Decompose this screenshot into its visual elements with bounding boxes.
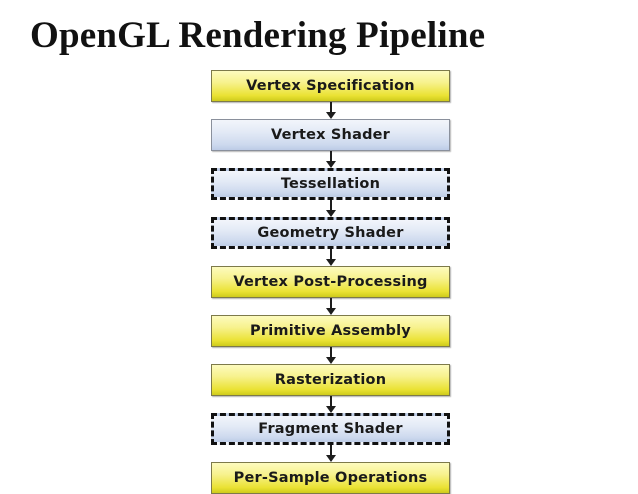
pipeline-stage-primitive-assembly[interactable]: Primitive Assembly	[211, 315, 450, 347]
stage-label: Rasterization	[274, 371, 387, 388]
arrow-head-icon	[325, 161, 336, 168]
slide-canvas: OpenGL Rendering Pipeline Vertex Specifi…	[30, 15, 486, 494]
pipeline-stage-vertex-post-processing[interactable]: Vertex Post-Processing	[211, 266, 450, 298]
page-title: OpenGL Rendering Pipeline	[30, 15, 486, 56]
stage-label: Tessellation	[280, 175, 381, 192]
arrow-head-icon	[325, 357, 336, 364]
arrow-head-icon	[325, 210, 336, 217]
pipeline-stage-vertex-specification[interactable]: Vertex Specification	[211, 70, 450, 102]
arrow-shaft	[329, 249, 332, 261]
arrow-shaft	[329, 347, 332, 359]
arrow-shaft	[329, 102, 332, 114]
arrow-shaft	[329, 151, 332, 163]
stage-label: Geometry Shader	[257, 224, 404, 241]
stage-label: Fragment Shader	[258, 420, 403, 437]
stage-label: Per-Sample Operations	[233, 469, 428, 486]
arrow-head-icon	[325, 112, 336, 119]
stage-label: Vertex Post-Processing	[233, 273, 428, 290]
arrow-shaft	[329, 200, 332, 212]
connector-arrow	[211, 445, 450, 462]
stage-label: Vertex Specification	[246, 77, 415, 94]
pipeline-stage-fragment-shader[interactable]: Fragment Shader	[211, 413, 450, 445]
pipeline-stage-geometry-shader[interactable]: Geometry Shader	[211, 217, 450, 249]
connector-arrow	[211, 151, 450, 168]
connector-arrow	[211, 347, 450, 364]
connector-arrow	[211, 396, 450, 413]
connector-arrow	[211, 249, 450, 266]
pipeline-stage-rasterization[interactable]: Rasterization	[211, 364, 450, 396]
stage-label: Primitive Assembly	[250, 322, 411, 339]
stage-label: Vertex Shader	[270, 126, 391, 143]
pipeline-stage-per-sample-operations[interactable]: Per-Sample Operations	[211, 462, 450, 494]
connector-arrow	[211, 298, 450, 315]
arrow-head-icon	[325, 406, 336, 413]
connector-arrow	[211, 200, 450, 217]
arrow-shaft	[329, 396, 332, 408]
pipeline-stage-tessellation[interactable]: Tessellation	[211, 168, 450, 200]
arrow-head-icon	[325, 308, 336, 315]
arrow-shaft	[329, 445, 332, 457]
arrow-head-icon	[325, 259, 336, 266]
arrow-shaft	[329, 298, 332, 310]
arrow-head-icon	[325, 455, 336, 462]
pipeline-diagram: Vertex Specification Vertex Shader Tesse…	[211, 70, 450, 494]
pipeline-stage-vertex-shader[interactable]: Vertex Shader	[211, 119, 450, 151]
connector-arrow	[211, 102, 450, 119]
